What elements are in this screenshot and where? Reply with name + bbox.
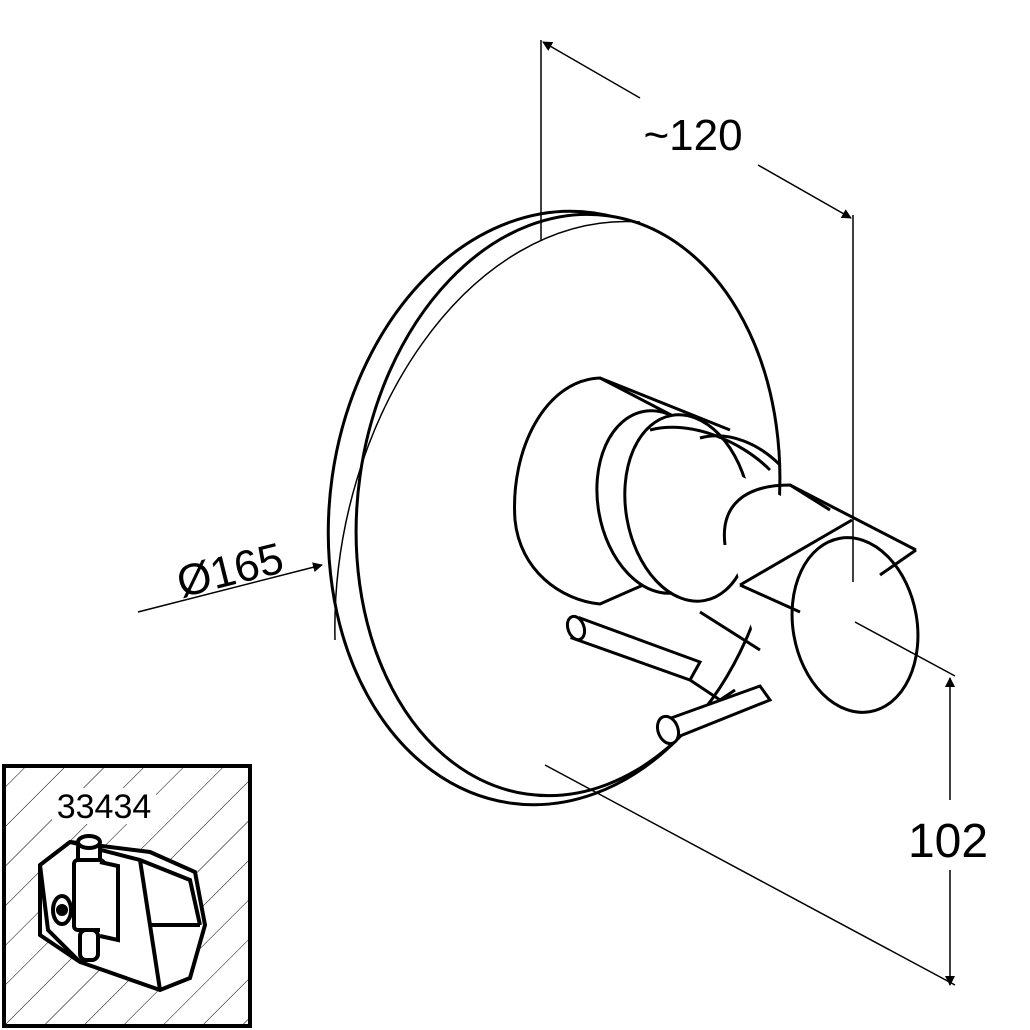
diverter-lever — [565, 614, 773, 746]
part-number-label: 33434 — [57, 788, 152, 826]
valve-body — [513, 376, 920, 714]
depth-label: ~120 — [643, 111, 742, 160]
inset-panel: 33434 — [2, 764, 252, 1028]
diameter-dimension — [137, 562, 323, 613]
depth-dimension — [540, 40, 854, 582]
height-label: 102 — [908, 815, 988, 868]
rough-in-valve-icon — [38, 834, 208, 993]
height-dimension — [544, 621, 956, 986]
diameter-label: Ø165 — [172, 534, 288, 608]
